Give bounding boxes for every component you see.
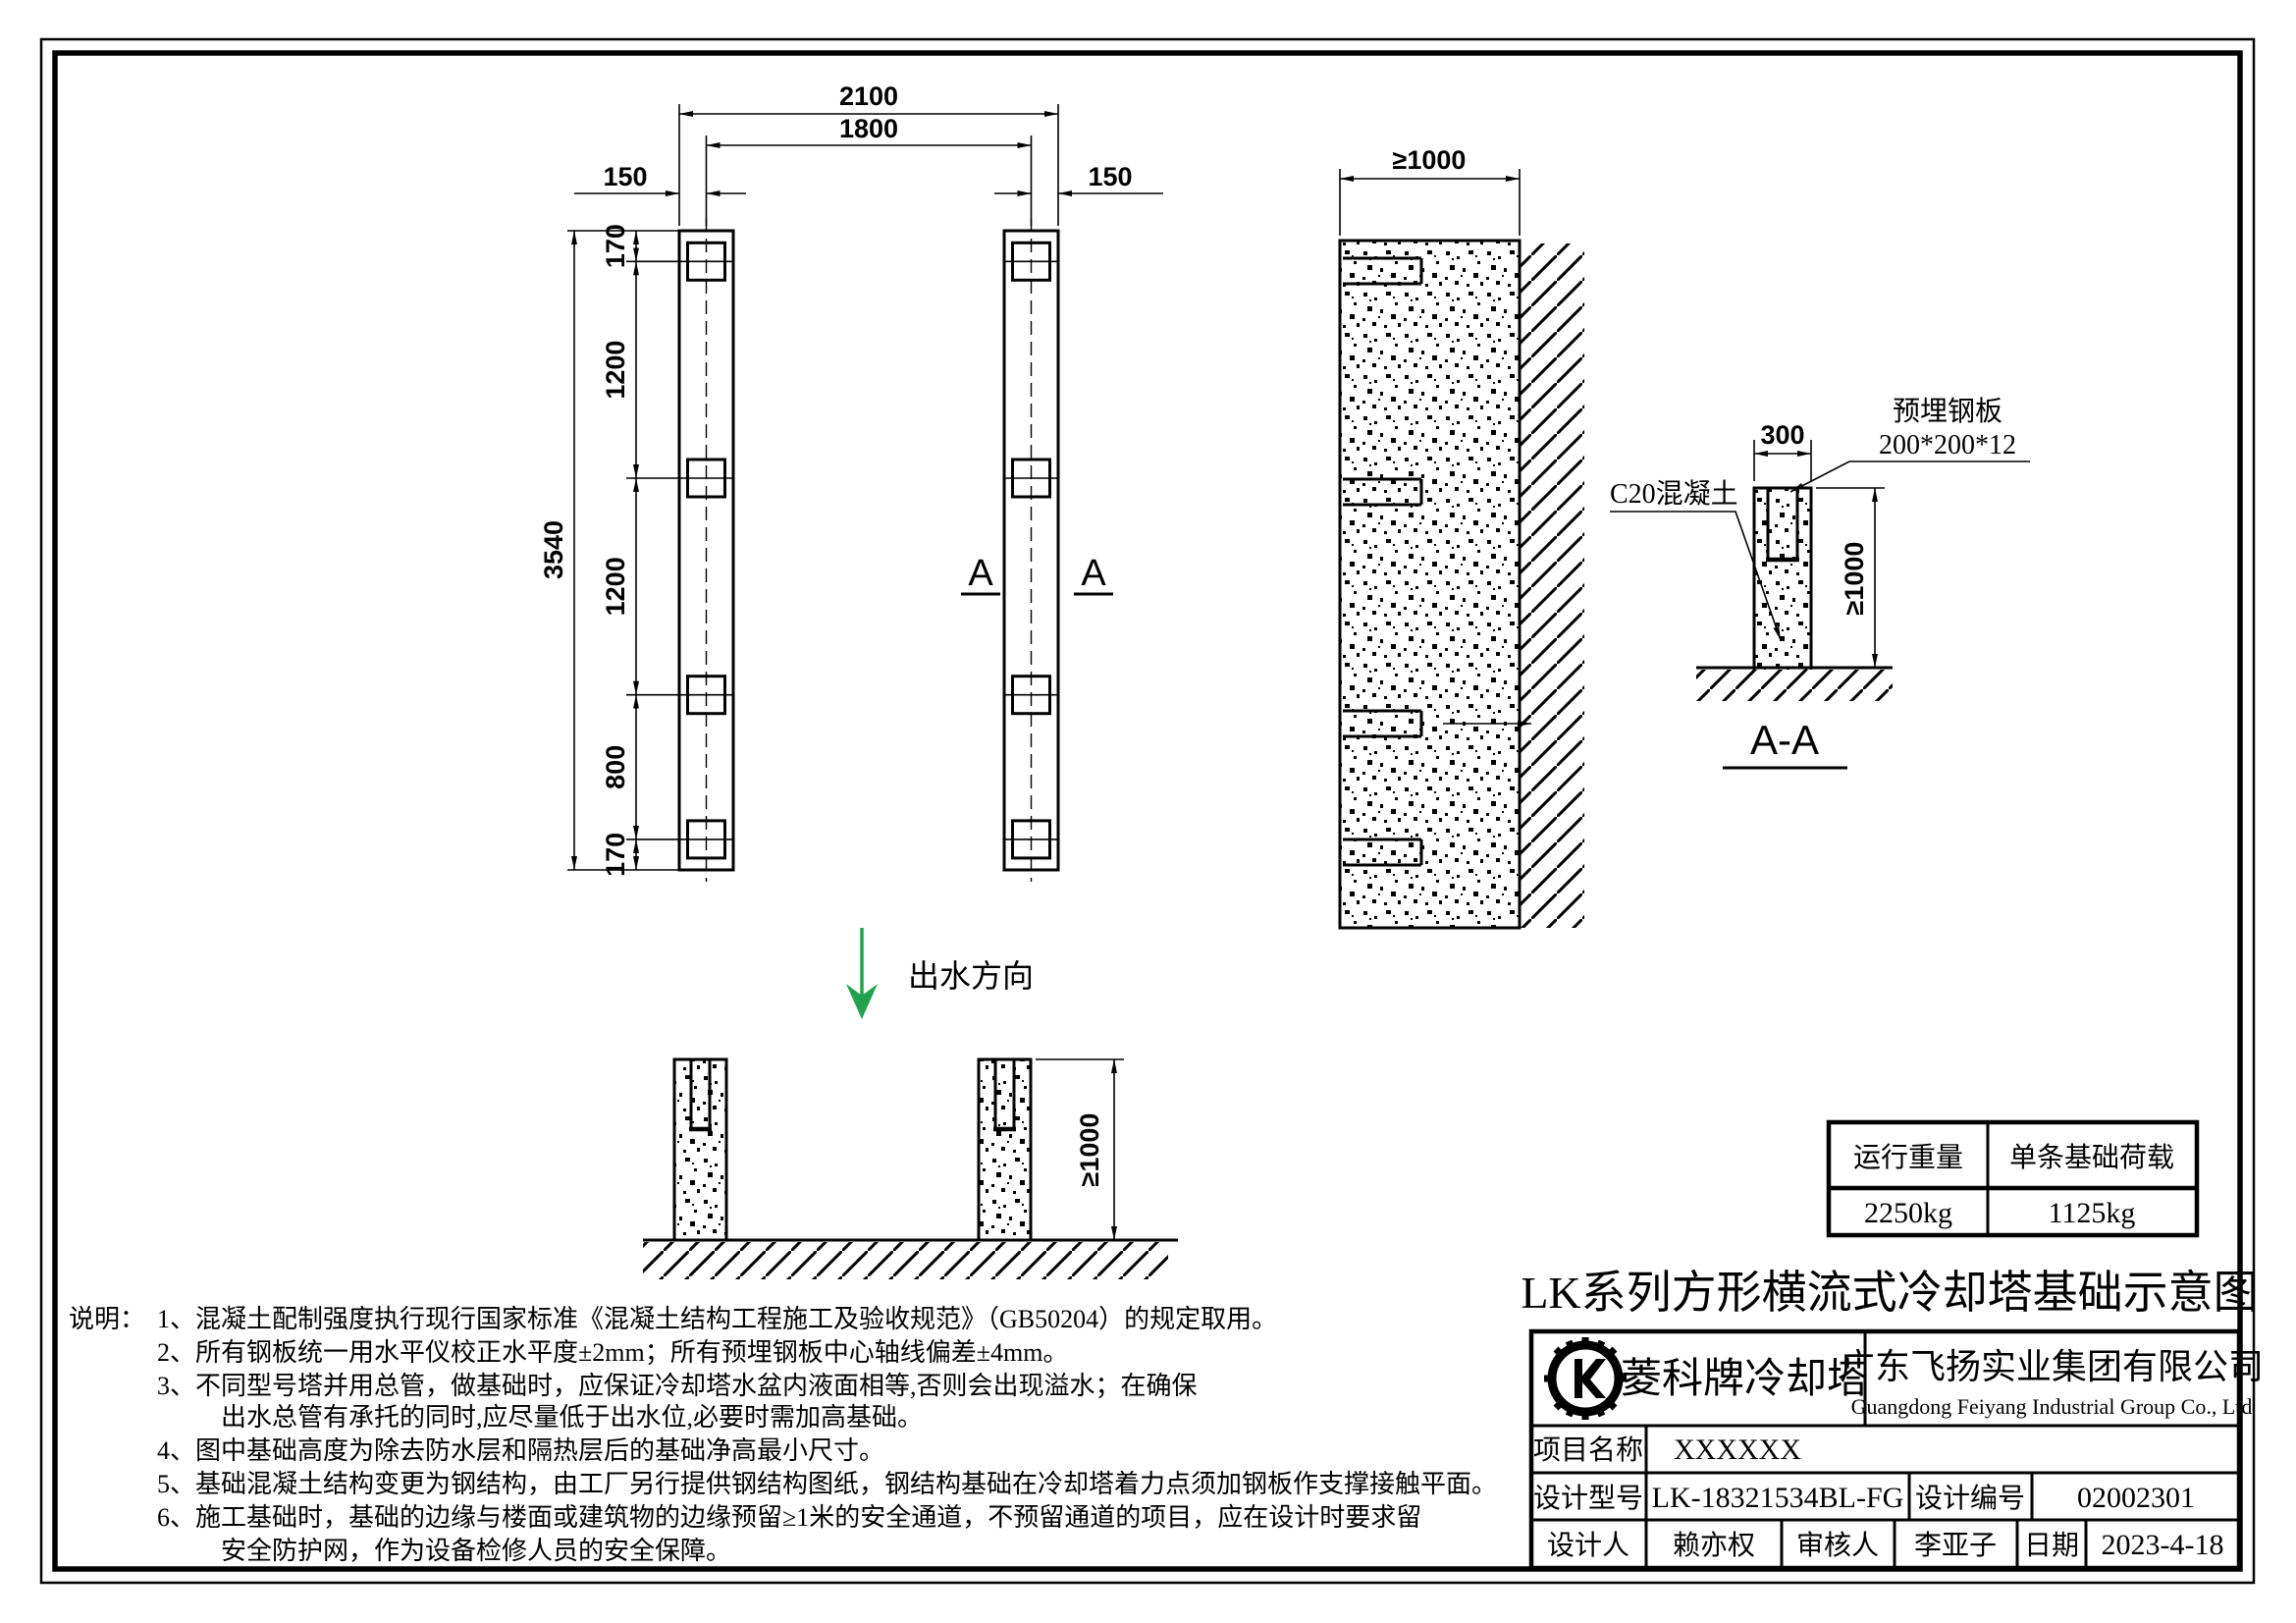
company-logo bbox=[1544, 1337, 1627, 1420]
company-name-en: Guangdong Feiyang Industrial Group Co., … bbox=[1851, 1394, 2253, 1419]
ground-hatch bbox=[1696, 670, 1893, 701]
load-table-header: 单条基础荷载 bbox=[2009, 1142, 2174, 1173]
wall-hatch bbox=[1520, 243, 1584, 928]
flow-label: 出水方向 bbox=[908, 958, 1034, 994]
concrete-block bbox=[1338, 239, 1522, 930]
dim-row-chain: 170 1200 1200 800 170 bbox=[601, 224, 639, 877]
svg-text:C20混凝土: C20混凝土 bbox=[1610, 478, 1738, 510]
note-line: 1、混凝土配制强度执行现行国家标准《混凝土结构工程施工及验收规范》（GB5020… bbox=[157, 1305, 1277, 1333]
note-line: 2、所有钢板统一用水平仪校正水平度±2mm；所有预埋钢板中心轴线偏差±4mm。 bbox=[157, 1338, 1068, 1367]
svg-text:150: 150 bbox=[1088, 162, 1132, 191]
note-line: 5、基础混凝土结构变更为钢结构，由工厂另行提供钢结构图纸，钢结构基础在冷却塔着力… bbox=[157, 1470, 1497, 1498]
detail-caption: A-A bbox=[1723, 717, 1847, 770]
project-label: 项目名称 bbox=[1533, 1434, 1643, 1466]
svg-text:800: 800 bbox=[601, 745, 630, 789]
designer-label: 设计人 bbox=[1547, 1530, 1629, 1561]
detail-a-a: 300 预埋钢板 200*200*12 C20混凝土 ≥1000 A-A bbox=[1610, 396, 2030, 770]
dim-wall-width: ≥1000 bbox=[1339, 145, 1521, 236]
svg-text:≥1000: ≥1000 bbox=[1393, 145, 1467, 175]
note-line: 3、不同型号塔并用总管，做基础时，应保证冷却塔水盆内液面相等,否则会出现溢水；在… bbox=[157, 1372, 1198, 1400]
dim-total-width: 2100 bbox=[679, 81, 1058, 117]
dim-elevation-height: ≥1000 bbox=[1036, 1058, 1124, 1240]
designer-value: 赖亦权 bbox=[1673, 1530, 1755, 1561]
embedded-hooks bbox=[1343, 256, 1531, 867]
svg-text:3540: 3540 bbox=[539, 520, 568, 579]
dim-total-height: 3540 bbox=[539, 231, 577, 870]
dim-detail-width: 300 bbox=[1753, 420, 1812, 481]
section-marker-a-right: A bbox=[1074, 553, 1113, 596]
anchor-plates-left bbox=[679, 241, 733, 860]
svg-text:150: 150 bbox=[603, 162, 647, 191]
elevation-plates bbox=[689, 1060, 1016, 1132]
date-label: 日期 bbox=[2024, 1531, 2079, 1561]
note-line: 4、图中基础高度为除去防水层和隔热层后的基础净高最小尺寸。 bbox=[157, 1436, 884, 1465]
number-label: 设计编号 bbox=[1915, 1483, 2025, 1514]
elevation-view: ≥1000 bbox=[643, 1057, 1178, 1279]
elevation-ground-hatch bbox=[643, 1242, 1168, 1279]
svg-text:300: 300 bbox=[1760, 420, 1804, 450]
section-marker-a-left: A bbox=[961, 553, 1000, 596]
flow-direction: 出水方向 bbox=[846, 928, 1034, 1019]
flow-arrow-head bbox=[846, 984, 878, 1019]
plate-label: 预埋钢板 200*200*12 bbox=[1789, 396, 2030, 493]
dim-inner-width: 1800 bbox=[706, 114, 1032, 148]
concrete-label: C20混凝土 bbox=[1610, 478, 1782, 641]
svg-text:A-A: A-A bbox=[1750, 717, 1819, 763]
svg-text:A: A bbox=[1081, 553, 1106, 594]
note-line: 6、施工基础时，基础的边缘与楼面或建筑物的边缘预留≥1米的安全通道，不预留通道的… bbox=[157, 1503, 1421, 1532]
sheet-frame bbox=[39, 37, 2256, 1585]
svg-text:预埋钢板: 预埋钢板 bbox=[1893, 396, 2002, 427]
model-label: 设计型号 bbox=[1533, 1483, 1643, 1514]
dim-detail-height: ≥1000 bbox=[1816, 487, 1885, 668]
svg-text:170: 170 bbox=[601, 833, 630, 877]
svg-text:≥1000: ≥1000 bbox=[1840, 542, 1869, 616]
note-line: 出水总管有承托的同时,应尽量低于出水位,必要时需加高基础。 bbox=[221, 1403, 923, 1432]
project-value: XXXXXX bbox=[1674, 1434, 1801, 1466]
model-value: LK-18321534BL-FG bbox=[1652, 1482, 1904, 1514]
load-table: 运行重量 单条基础荷载 2250kg 1125kg bbox=[1826, 1119, 2200, 1238]
drawing-title: LK系列方形横流式冷却塔基础示意图 bbox=[1521, 1268, 2258, 1318]
detail-pier bbox=[1752, 486, 1813, 679]
wall-section-view: ≥1000 bbox=[1338, 145, 1584, 930]
company-name-cn: 广东飞扬实业集团有限公司 bbox=[1840, 1347, 2264, 1386]
dim-left-offset: 150 bbox=[574, 162, 746, 196]
svg-text:1200: 1200 bbox=[601, 341, 630, 400]
elevation-pier-right bbox=[977, 1057, 1033, 1242]
svg-text:1800: 1800 bbox=[839, 114, 898, 143]
elevation-pier-left bbox=[672, 1057, 728, 1242]
svg-text:2100: 2100 bbox=[839, 81, 898, 111]
note-line: 安全防护网，作为设备检修人员的安全保障。 bbox=[221, 1537, 731, 1565]
checker-value: 李亚子 bbox=[1914, 1530, 1997, 1561]
svg-text:1200: 1200 bbox=[601, 557, 630, 616]
anchor-plates-right bbox=[1004, 241, 1058, 860]
embedded-plate bbox=[1766, 489, 1799, 563]
plan-view: 2100 1800 150 150 170 bbox=[539, 81, 1163, 882]
svg-text:A: A bbox=[968, 553, 993, 594]
load-table-value: 1125kg bbox=[2049, 1197, 2136, 1229]
brand-name: 菱科牌冷却塔 bbox=[1621, 1357, 1868, 1402]
checker-label: 审核人 bbox=[1796, 1530, 1879, 1561]
number-value: 02002301 bbox=[2077, 1482, 2195, 1514]
notes-block: 说明： 1、混凝土配制强度执行现行国家标准《混凝土结构工程施工及验收规范》（GB… bbox=[69, 1305, 1497, 1565]
date-value: 2023-4-18 bbox=[2102, 1529, 2224, 1561]
dim-right-offset: 150 bbox=[994, 162, 1163, 196]
load-table-value: 2250kg bbox=[1864, 1197, 1952, 1229]
load-table-header: 运行重量 bbox=[1853, 1142, 1963, 1173]
svg-text:170: 170 bbox=[601, 224, 630, 268]
notes-prefix: 说明： bbox=[69, 1305, 145, 1333]
title-block: 菱科牌冷却塔 广东飞扬实业集团有限公司 Guangdong Feiyang In… bbox=[1528, 1328, 2264, 1571]
svg-text:200*200*12: 200*200*12 bbox=[1879, 430, 2016, 460]
svg-text:≥1000: ≥1000 bbox=[1075, 1113, 1104, 1187]
